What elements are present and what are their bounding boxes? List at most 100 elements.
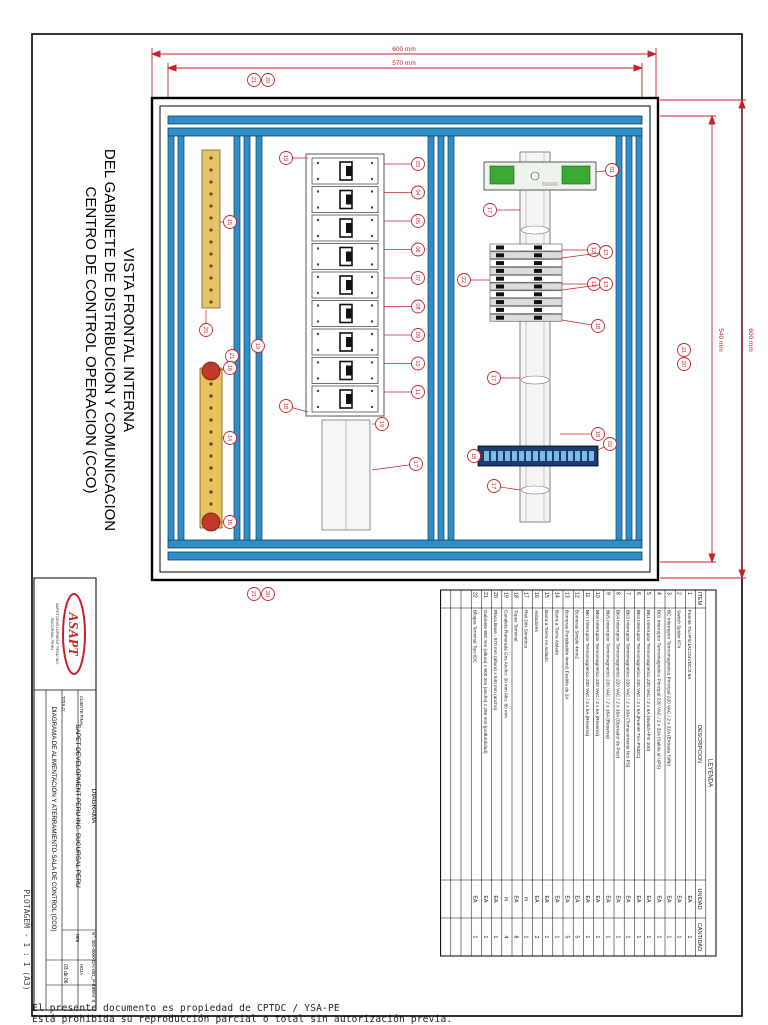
callout: 19 (251, 339, 265, 353)
doc-number: N°: 402-0000-DAI-001_P-03 (91, 932, 96, 989)
legend-unit: EA (584, 896, 590, 903)
revision: REV: 0 (91, 988, 96, 1003)
svg-text:16: 16 (226, 365, 232, 371)
svg-text:06: 06 (414, 246, 420, 252)
drawing-title-line2: DEL GABINETE DE DISTRIBUCION Y COMUNICAC… (101, 149, 118, 531)
callout: 10 (384, 356, 425, 371)
legend-item: 13 (564, 592, 570, 598)
breaker (311, 385, 379, 413)
dim-width-outer: 600 mm (392, 46, 415, 53)
terminal-block (489, 306, 563, 314)
breaker (311, 186, 379, 213)
callout: 06 (384, 242, 425, 257)
footer-prohibition: Está prohibida su reproducción parcial o… (32, 1014, 453, 1025)
legend-unit: EA (625, 896, 631, 903)
legend-item: 16 (533, 592, 539, 598)
terminal-blocks (489, 243, 563, 322)
legend-unit: EA (482, 896, 488, 903)
legend-description: Gabinete 600 mm (altura) x 600 mm (ancho… (483, 610, 488, 754)
legend-item: 6 (635, 592, 641, 595)
callout: 12 (562, 243, 601, 257)
callout: 20 (677, 357, 691, 371)
callout: 08 (384, 299, 425, 314)
svg-text:03: 03 (414, 161, 420, 167)
legend-qty: 1 (584, 936, 590, 939)
svg-text:02: 02 (606, 441, 612, 447)
wire-duct-verticals (167, 135, 643, 541)
legend-qty: 2 (533, 936, 539, 939)
legend-item: 8 (615, 592, 621, 595)
legend-item: 11 (584, 592, 590, 597)
terminal-block (489, 313, 563, 322)
dimension-lines (150, 48, 746, 580)
legend-unit: EA (553, 896, 559, 903)
plot-scale: PLOTAGEM - 1 : 1 (A3) (22, 889, 31, 990)
legend-unit: m (523, 897, 529, 901)
legend-unit: EA (492, 896, 498, 903)
callout: 17 (487, 371, 520, 385)
legend-item: 21 (482, 592, 488, 598)
breaker (311, 328, 379, 356)
insulator-top (201, 361, 221, 381)
terminal-block (489, 290, 563, 299)
legend-unit: EA (615, 896, 621, 903)
legend-header-item: ITEM (696, 592, 702, 606)
switch-port (519, 451, 524, 461)
legend-unit: EA (686, 896, 692, 903)
breaker (311, 243, 379, 270)
callout: 20 (199, 310, 213, 337)
switch-port (498, 451, 503, 461)
legend-description: BK6 Interruptor Termomagnetico 220 VAC /… (595, 610, 600, 737)
callout: 22 (457, 273, 490, 287)
switch-port (505, 451, 510, 461)
legend-description: BK3 Interruptor Termomagnetico 220 VAC /… (626, 610, 631, 768)
label-cliente: CLIENTE FINAL: (79, 696, 84, 728)
legend-item: 4 (655, 592, 661, 595)
callout: 18 (279, 399, 309, 413)
callout: 21 (677, 343, 691, 357)
legend-description: BK7 Interruptor Termomagnetico 220 VAC /… (585, 610, 590, 737)
company-logo: ASAPT SAPET DEVELOPMENT PERU INC. SUCURS… (50, 593, 86, 675)
legend-description: Borneras Portafusible 4mm2 Fusible de 2A (565, 610, 570, 700)
terminal-block (489, 259, 563, 267)
svg-text:20: 20 (264, 591, 270, 597)
logo-company-line2: SUCURSAL PERU (50, 618, 54, 650)
terminal-block (489, 243, 563, 252)
svg-text:20: 20 (202, 327, 208, 333)
switch-port (533, 451, 538, 461)
svg-text:18: 18 (282, 403, 288, 409)
breaker (311, 357, 379, 384)
svg-text:19: 19 (254, 343, 260, 349)
breaker-column (305, 153, 385, 531)
callout: 04 (384, 185, 425, 200)
callout: 07 (384, 271, 425, 285)
legend-qty: 1 (543, 936, 549, 939)
unit-label: mm (74, 934, 80, 942)
svg-text:19: 19 (282, 155, 288, 161)
ground-bar-non-isolated (201, 149, 221, 309)
legend-unit: EA (676, 896, 682, 903)
svg-text:21: 21 (228, 353, 234, 359)
callout: 13 (561, 277, 613, 291)
legend-item: 22 (472, 592, 478, 598)
svg-text:18: 18 (594, 323, 600, 329)
legend-description: Bloque Terminal Tipo IDC (473, 610, 478, 664)
legend-qty: 1 (655, 936, 661, 939)
legend-unit: EA (472, 896, 478, 903)
legend-item: 19 (502, 592, 508, 598)
legend-unit: EA (543, 896, 549, 903)
legend-unit: EA (666, 896, 672, 903)
terminal-block (489, 274, 563, 283)
legend-qty: 1 (523, 936, 529, 939)
callout: 21 (247, 73, 261, 87)
svg-text:13: 13 (602, 281, 608, 287)
legend-unit: EA (594, 896, 600, 903)
label-diagrama: DIAGRAMA (90, 789, 97, 824)
callout: 18 (561, 319, 605, 333)
svg-text:11: 11 (414, 389, 420, 395)
drawing-title: VISTA FRONTAL INTERNA DEL GABINETE DE DI… (82, 149, 137, 531)
svg-text:18: 18 (594, 431, 600, 437)
ground-bar-isolated (199, 361, 223, 532)
svg-text:17: 17 (490, 483, 496, 489)
callout: 17 (483, 203, 520, 217)
